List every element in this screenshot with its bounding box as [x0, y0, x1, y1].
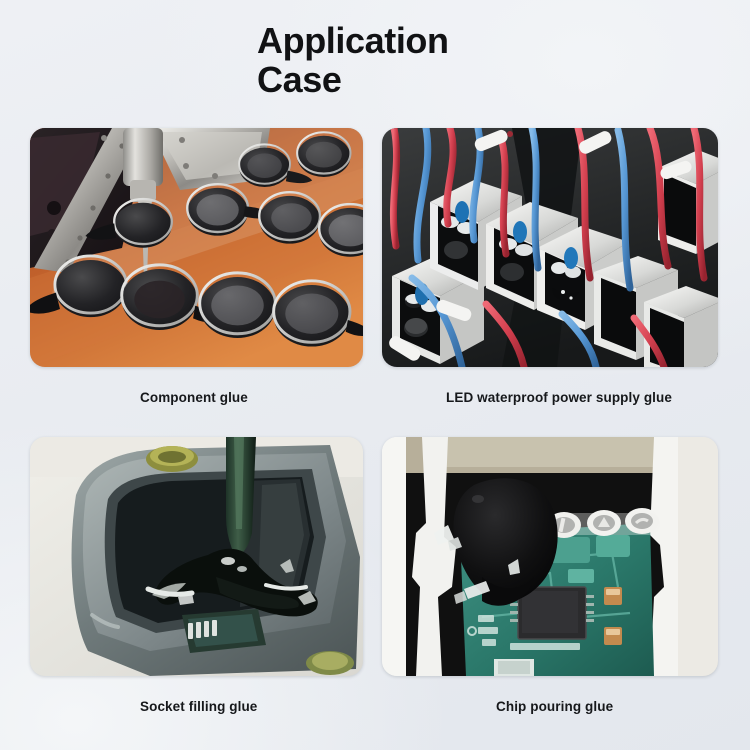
caption-component-glue: Component glue — [140, 390, 248, 405]
page-title: Application Case — [257, 20, 449, 100]
gallery-card-chip-pouring-glue[interactable] — [382, 437, 718, 676]
photo-socket-filling-glue — [30, 437, 363, 676]
gallery-card-led-waterproof-power-supply-glue[interactable] — [382, 128, 718, 367]
photo-led-waterproof-power-supply-glue — [382, 128, 718, 367]
caption-socket-filling-glue: Socket filling glue — [140, 699, 258, 714]
caption-led-waterproof-power-supply-glue: LED waterproof power supply glue — [446, 390, 672, 405]
caption-chip-pouring-glue: Chip pouring glue — [496, 699, 614, 714]
gallery-card-socket-filling-glue[interactable] — [30, 437, 363, 676]
photo-chip-pouring-glue — [382, 437, 718, 676]
gallery-card-component-glue[interactable] — [30, 128, 363, 367]
photo-component-glue — [30, 128, 363, 367]
